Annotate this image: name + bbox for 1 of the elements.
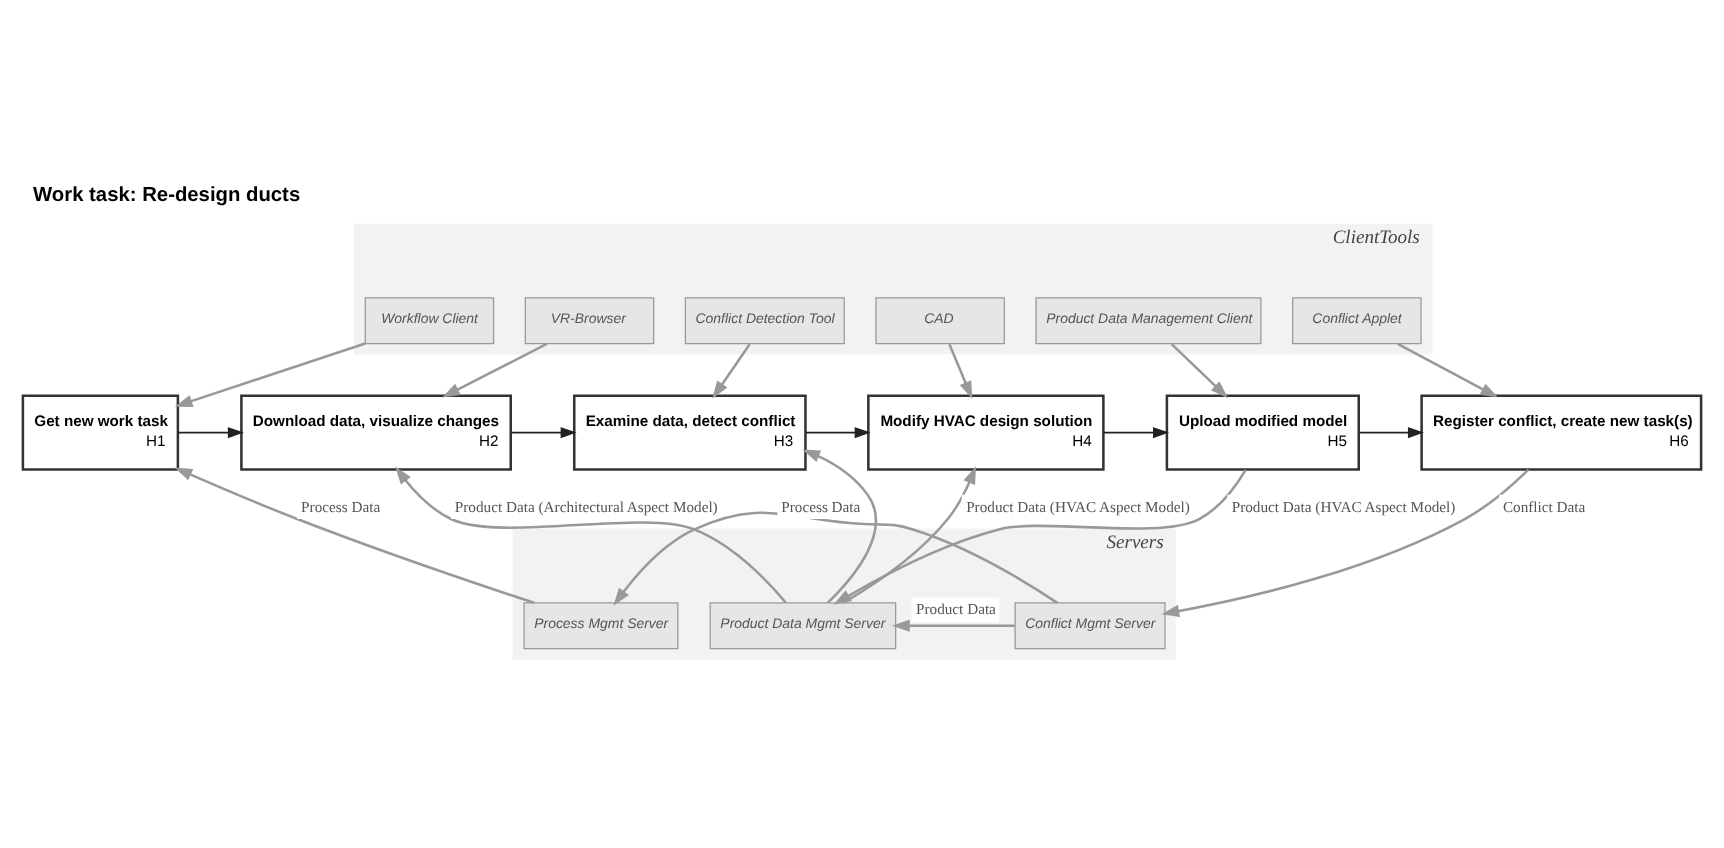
diagram-title: Work task: Re-design ducts — [33, 184, 301, 207]
